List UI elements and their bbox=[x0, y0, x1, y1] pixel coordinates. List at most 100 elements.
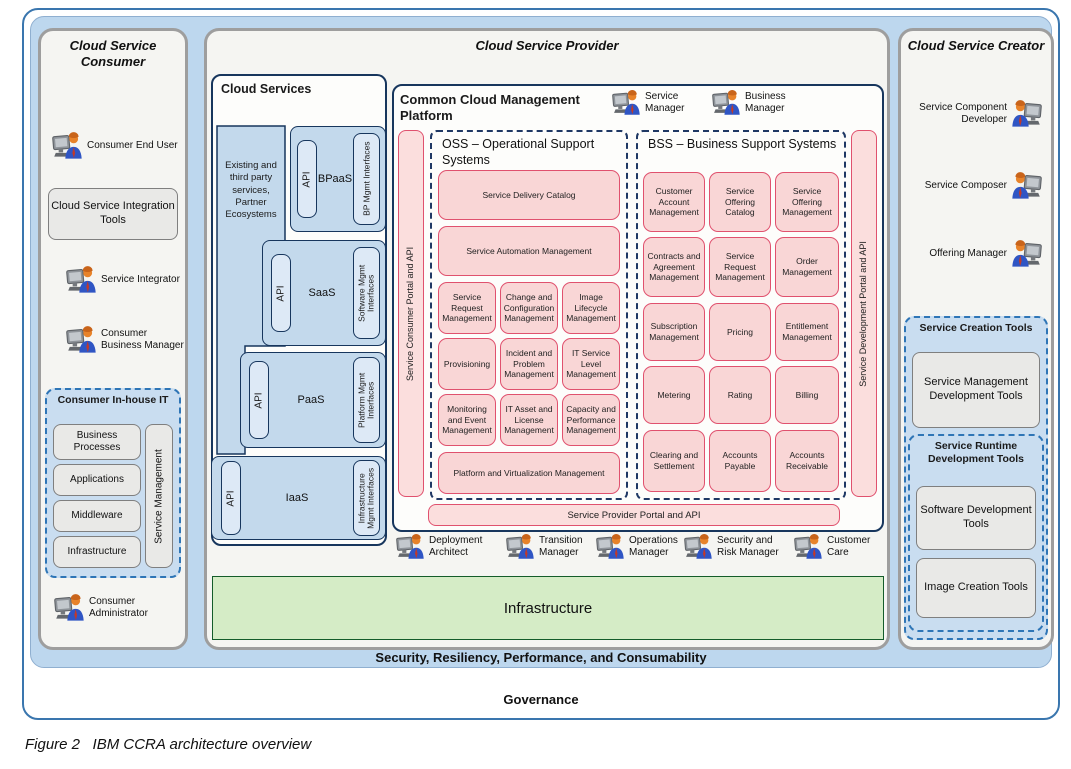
consumer-inhouse-it-title: Consumer In-house IT bbox=[57, 394, 169, 406]
bss-cell: Pricing bbox=[709, 303, 771, 361]
platform-mgmt-interfaces-label: Platform Mgmt Interfaces bbox=[356, 372, 376, 428]
bpaas-label: BPaaS bbox=[317, 173, 353, 185]
infrastructure-mgmt-interfaces-label: Infrastructure Mgmt Interfaces bbox=[356, 467, 376, 529]
persona-label: Business Manager bbox=[745, 90, 786, 114]
infrastructure-bar: Infrastructure bbox=[212, 576, 884, 640]
persona-label: Consumer Business Manager bbox=[101, 327, 184, 351]
cloud-service-integration-tools-box: Cloud Service Integration Tools bbox=[48, 188, 178, 240]
saas-api-pill: API bbox=[271, 254, 291, 332]
creator-panel-title: Cloud Service Creator bbox=[907, 38, 1045, 53]
software-development-tools-box: Software Development Tools bbox=[916, 486, 1036, 550]
saas-label: SaaS bbox=[308, 287, 336, 299]
service-management-label: Service Management bbox=[153, 448, 165, 544]
paas-label: PaaS bbox=[297, 394, 325, 406]
bss-cell: Order Management bbox=[775, 237, 839, 297]
inhouse-business-processes-box: Business Processes bbox=[53, 424, 141, 460]
service-creation-tools-title: Service Creation Tools bbox=[919, 322, 1033, 334]
api-label: API bbox=[275, 284, 287, 302]
service-automation-management-box: Service Automation Management bbox=[438, 226, 620, 276]
api-label: API bbox=[253, 391, 265, 409]
person-at-computer-icon bbox=[506, 534, 534, 559]
api-label: API bbox=[301, 170, 313, 188]
service-development-portal-label: Service Development Portal and API bbox=[858, 240, 869, 387]
ccmp-title: Common Cloud Management Platform bbox=[400, 92, 580, 124]
oss-cell: Monitoring and Event Management bbox=[438, 394, 496, 446]
iaas-api-pill: API bbox=[221, 461, 241, 535]
oss-cell: Service Request Management bbox=[438, 282, 496, 334]
oss-cell: Capacity and Performance Management bbox=[562, 394, 620, 446]
bss-box bbox=[636, 130, 846, 500]
platform-virtualization-management-box: Platform and Virtualization Management bbox=[438, 452, 620, 494]
bss-cell: Subscription Management bbox=[643, 303, 705, 361]
person-at-computer-icon bbox=[66, 266, 96, 293]
persona-label: Operations Manager bbox=[629, 534, 678, 558]
software-mgmt-interfaces-label: Software Mgmt Interfaces bbox=[356, 264, 376, 322]
bp-mgmt-interfaces-label: BP Mgmt Interfaces bbox=[360, 141, 371, 217]
persona-operations-manager: Operations Manager bbox=[596, 534, 688, 559]
persona-label: Security and Risk Manager bbox=[717, 534, 779, 558]
iaas-mgmt-pill: Infrastructure Mgmt Interfaces bbox=[353, 460, 380, 536]
persona-business-manager: Business Manager bbox=[712, 90, 808, 115]
oss-cell: IT Service Level Management bbox=[562, 338, 620, 390]
bss-title: BSS – Business Support Systems bbox=[648, 137, 837, 151]
oss-cell: Incident and Problem Management bbox=[500, 338, 558, 390]
persona-service-integrator: Service Integrator bbox=[66, 266, 184, 293]
service-management-development-tools-box: Service Management Development Tools bbox=[912, 352, 1040, 428]
persona-label: Service Component Developer bbox=[919, 101, 1007, 125]
oss-cell: Image Lifecycle Management bbox=[562, 282, 620, 334]
person-at-computer-icon bbox=[52, 132, 82, 159]
consumer-panel-title: Cloud Service Consumer bbox=[69, 38, 157, 70]
persona-transition-manager: Transition Manager bbox=[506, 534, 598, 559]
image-creation-tools-box: Image Creation Tools bbox=[916, 558, 1036, 618]
bss-cell: Service Request Management bbox=[709, 237, 771, 297]
person-at-computer-icon bbox=[712, 90, 740, 115]
oss-cell: Change and Configuration Management bbox=[500, 282, 558, 334]
existing-third-party-label: Existing and third party services, Partn… bbox=[225, 160, 277, 221]
persona-consumer-administrator: Consumer Administrator bbox=[54, 594, 182, 621]
security-bar-label: Security, Resiliency, Performance, and C… bbox=[375, 650, 707, 665]
governance-label: Governance bbox=[503, 692, 579, 707]
persona-service-manager: Service Manager bbox=[612, 90, 708, 115]
bpaas-api-pill: API bbox=[297, 140, 317, 218]
iaas-label: IaaS bbox=[285, 492, 309, 504]
service-provider-portal-bar: Service Provider Portal and API bbox=[428, 504, 840, 526]
persona-offering-manager: Offering Manager bbox=[916, 240, 1042, 267]
oss-cell: IT Asset and License Management bbox=[500, 394, 558, 446]
persona-label: Consumer Administrator bbox=[89, 595, 148, 619]
paas-mgmt-pill: Platform Mgmt Interfaces bbox=[353, 357, 380, 443]
bss-cell: Rating bbox=[709, 366, 771, 424]
person-at-computer-icon bbox=[396, 534, 424, 559]
persona-consumer-business-manager: Consumer Business Manager bbox=[66, 326, 184, 353]
persona-customer-care: Customer Care bbox=[794, 534, 884, 559]
service-consumer-portal-label: Service Consumer Portal and API bbox=[405, 246, 416, 381]
persona-consumer-end-user: Consumer End User bbox=[52, 132, 182, 159]
bss-cell: Billing bbox=[775, 366, 839, 424]
bss-cell: Contracts and Agreement Management bbox=[643, 237, 705, 297]
persona-label: Service Manager bbox=[645, 90, 685, 114]
figure-caption-prefix: Figure 2 bbox=[25, 736, 81, 753]
person-at-computer-icon bbox=[684, 534, 712, 559]
persona-label: Service Composer bbox=[924, 179, 1007, 191]
oss-box bbox=[430, 130, 628, 500]
inhouse-service-management-box: Service Management bbox=[145, 424, 173, 568]
oss-title: OSS – Operational Support Systems bbox=[442, 137, 595, 168]
persona-label: Customer Care bbox=[827, 534, 871, 558]
paas-api-pill: API bbox=[249, 361, 269, 439]
persona-service-composer: Service Composer bbox=[916, 172, 1042, 199]
bss-cell: Entitlement Management bbox=[775, 303, 839, 361]
bss-cell: Metering bbox=[643, 366, 705, 424]
bss-cell: Customer Account Management bbox=[643, 172, 705, 232]
person-at-computer-icon bbox=[1012, 100, 1042, 127]
service-delivery-catalog-box: Service Delivery Catalog bbox=[438, 170, 620, 220]
inhouse-middleware-box: Middleware bbox=[53, 500, 141, 532]
bss-cell: Accounts Receivable bbox=[775, 430, 839, 492]
persona-label: Transition Manager bbox=[539, 534, 583, 558]
bpaas-mgmt-pill: BP Mgmt Interfaces bbox=[353, 133, 380, 225]
persona-label: Offering Manager bbox=[929, 247, 1007, 259]
persona-label: Deployment Architect bbox=[429, 534, 483, 558]
person-at-computer-icon bbox=[54, 594, 84, 621]
oss-cell: Provisioning bbox=[438, 338, 496, 390]
persona-service-component-developer: Service Component Developer bbox=[908, 100, 1042, 127]
service-runtime-development-tools-title: Service Runtime Development Tools bbox=[927, 440, 1025, 466]
